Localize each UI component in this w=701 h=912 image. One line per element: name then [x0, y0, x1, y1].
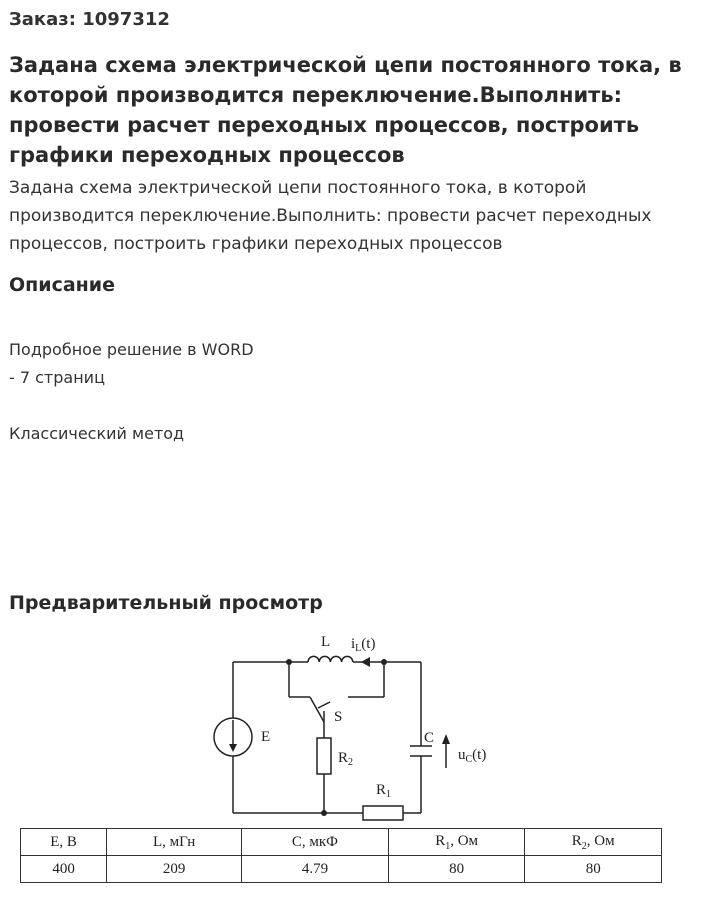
lead-paragraph: Задана схема электрической цепи постоянн… — [9, 178, 652, 254]
page-title: Задана схема электрической цепи постоянн… — [9, 53, 682, 167]
resistor-r2 — [316, 737, 332, 775]
resistor-r1 — [362, 805, 404, 821]
table-cell: 80 — [524, 855, 662, 883]
description-line-method: Классический метод — [9, 424, 185, 443]
label-l: L — [321, 634, 330, 650]
label-e: E — [261, 729, 270, 745]
voltage-arrow — [442, 734, 450, 744]
switch-blade — [309, 696, 325, 723]
order-number: Заказ: 1097312 — [9, 9, 170, 30]
preview-image: L iL(t) S E R2 C uC(t) R1 — [18, 628, 663, 888]
label-uc: uC(t) — [458, 747, 486, 765]
table-row: 400 209 4.79 80 80 — [19, 855, 662, 883]
parameters-table: E, В L, мГн C, мкФ R1, Ом R2, Ом 400 209… — [19, 828, 662, 883]
table-cell: 400 — [19, 855, 108, 883]
label-r1: R1 — [376, 782, 391, 800]
table-cell: 80 — [387, 855, 526, 883]
preview-heading: Предварительный просмотр — [9, 592, 323, 614]
description-line-word: Подробное решение в WORD — [9, 340, 254, 359]
table-header-cell: C, мкФ — [241, 828, 389, 856]
voltage-source — [213, 717, 253, 757]
source-arrow — [229, 744, 237, 752]
label-s: S — [334, 709, 342, 725]
table-header-row: E, В L, мГн C, мкФ R1, Ом R2, Ом — [19, 828, 662, 856]
table-header-cell: R2, Ом — [524, 828, 662, 856]
current-arrow — [361, 657, 370, 667]
inductor-coil — [307, 655, 354, 663]
table-header-cell: E, В — [19, 828, 108, 856]
description-heading: Описание — [9, 274, 116, 296]
table-header-cell: R1, Ом — [387, 828, 526, 856]
description-line-pages: - 7 страниц — [9, 368, 105, 387]
circuit-diagram: L iL(t) S E R2 C uC(t) R1 — [213, 634, 486, 821]
table-cell: 209 — [106, 855, 243, 883]
label-il: iL(t) — [351, 636, 375, 654]
label-c: C — [424, 730, 434, 746]
table-cell: 4.79 — [241, 855, 389, 883]
table-header-cell: L, мГн — [106, 828, 243, 856]
label-r2: R2 — [338, 750, 353, 768]
